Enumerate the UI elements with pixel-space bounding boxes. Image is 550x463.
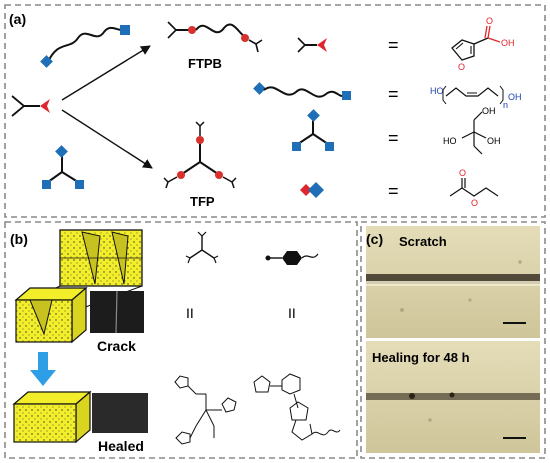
legend-blue-diamond-icon	[307, 109, 320, 122]
healed-photo	[92, 393, 148, 433]
chem-o-carbonyl: O	[486, 16, 493, 26]
blue-square-icon	[42, 180, 51, 189]
cracked-block-icon	[14, 286, 88, 344]
crack-label: Crack	[97, 338, 136, 354]
panel-b: (b) Crack	[4, 221, 358, 459]
chem-oh-right: OH	[487, 136, 501, 146]
tmp-structure: OH HO OH	[443, 106, 501, 155]
scratch-micrograph	[366, 226, 540, 338]
panel-b-label: (b)	[10, 231, 28, 247]
panel-b-border	[4, 221, 358, 459]
legend-red-half-icon	[300, 184, 312, 196]
branch-stub-icon	[11, 95, 26, 117]
bmi-chem-structure	[253, 373, 341, 441]
red-dot-icon	[188, 26, 196, 34]
red-dot-icon	[177, 171, 185, 179]
ester-structure: O O	[449, 168, 499, 208]
equals-sign-2: =	[388, 84, 399, 104]
furoic-acid-structure: O O OH	[451, 16, 515, 72]
chem-oh-htpb: OH	[508, 92, 522, 102]
legend-blue-diamond-icon	[253, 82, 266, 95]
arrow-to-ftpb	[61, 45, 151, 101]
healing-micrograph	[366, 341, 540, 453]
legend-polymer-chain	[263, 86, 343, 98]
chem-o-ester-link: O	[471, 198, 478, 208]
legend-blue-square-icon	[342, 91, 351, 100]
tfp-label: TFP	[190, 194, 215, 209]
blue-diamond-icon	[55, 145, 68, 158]
equals-ii-2: II	[288, 305, 296, 321]
red-wedge-icon	[40, 99, 50, 113]
chem-oh-acid: OH	[501, 38, 515, 48]
arrow-to-tfp	[61, 109, 153, 169]
ftpb-end-right	[248, 39, 263, 53]
tfp-end-right	[222, 176, 237, 189]
bismaleimide-symbol	[265, 251, 319, 265]
chem-n-subscript: n	[503, 100, 508, 110]
ftpb-label: FTPB	[188, 56, 222, 71]
panel-a-border	[4, 4, 546, 218]
equals-sign-4: =	[388, 181, 399, 201]
chem-oh-top: OH	[482, 106, 496, 116]
scratch-label: Scratch	[399, 234, 447, 249]
ftpb-chain	[195, 23, 245, 37]
blue-square-icon	[120, 25, 130, 35]
legend-blue-half-icon	[308, 182, 324, 198]
equals-sign-3: =	[388, 128, 399, 148]
legend-furan-stub	[297, 37, 307, 53]
legend-blue-square-icon	[325, 142, 334, 151]
tfp-end-left	[163, 176, 178, 189]
panel-a: (a) FTPB TF	[4, 4, 546, 218]
healed-label: Healed	[98, 438, 144, 454]
blue-square-icon	[75, 180, 84, 189]
panel-c: Scratch Healing for 48 h (c)	[360, 221, 546, 459]
equals-sign-1: =	[388, 35, 399, 55]
tfp-arm-right	[199, 161, 219, 175]
htpb-structure: HO n OH	[430, 85, 522, 110]
panel-c-label: (c)	[366, 231, 383, 247]
chem-o-ester-carbonyl: O	[459, 168, 466, 178]
legend-red-wedge-icon	[317, 38, 327, 52]
red-dot-icon	[241, 34, 249, 42]
red-dot-icon	[215, 171, 223, 179]
red-dot-icon	[196, 136, 204, 144]
tfp-chem-structure	[174, 375, 237, 445]
equals-ii-1: II	[186, 305, 194, 321]
down-arrow-icon	[30, 352, 56, 386]
chem-ho-left: HO	[443, 136, 457, 146]
chem-o-furan: O	[458, 62, 465, 72]
healing-label: Healing for 48 h	[372, 350, 470, 365]
ftpb-end-left	[167, 21, 178, 39]
panel-c-border	[360, 221, 546, 459]
tfp-end-up	[195, 121, 205, 136]
tfp-arm-left	[181, 161, 201, 175]
crosslinker-symbol	[185, 231, 219, 264]
chem-ho-htpb: HO	[430, 86, 444, 96]
crack-zoom-inset	[59, 229, 143, 287]
wavy-chain-icon	[47, 26, 123, 63]
legend-blue-square-icon	[292, 142, 301, 151]
healed-block-icon	[12, 390, 92, 444]
panel-a-label: (a)	[9, 11, 26, 27]
crack-photo	[90, 290, 144, 334]
